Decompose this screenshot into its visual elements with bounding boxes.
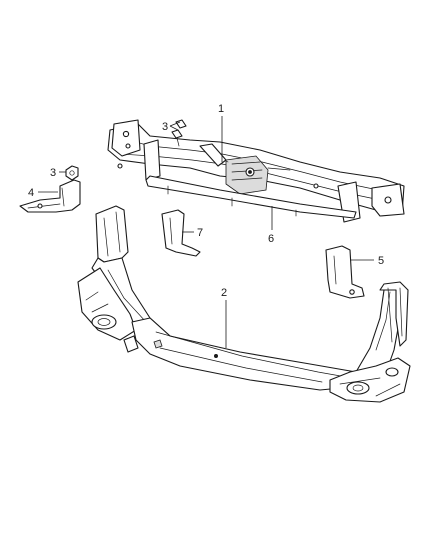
right-bracket <box>325 245 365 299</box>
callout-label-7: 7 <box>197 227 203 239</box>
callout-label-4: 4 <box>28 187 34 199</box>
callout-label-3b: 3 <box>50 167 56 179</box>
callout-4: 4 <box>28 187 58 199</box>
callout-label-2: 2 <box>221 287 227 299</box>
callout-6: 6 <box>268 206 274 245</box>
lower-radiator-support <box>77 205 411 403</box>
callout-1: 1 <box>218 103 224 162</box>
fastener-nut <box>65 165 79 181</box>
callout-label-3a: 3 <box>162 121 168 133</box>
callout-label-5: 5 <box>378 255 384 267</box>
seal-strip <box>145 175 357 219</box>
callout-label-6: 6 <box>268 233 274 245</box>
callout-label-1: 1 <box>218 103 224 115</box>
callout-7: 7 <box>182 227 203 239</box>
callout-2: 2 <box>221 287 227 348</box>
callout-3-lower: 3 <box>50 167 66 179</box>
upper-crossmember <box>107 119 405 223</box>
fastener-upper <box>171 119 187 147</box>
left-bracket <box>19 179 81 213</box>
callout-5: 5 <box>350 255 384 267</box>
callout-3-upper: 3 <box>162 121 181 133</box>
center-bracket <box>161 209 201 257</box>
